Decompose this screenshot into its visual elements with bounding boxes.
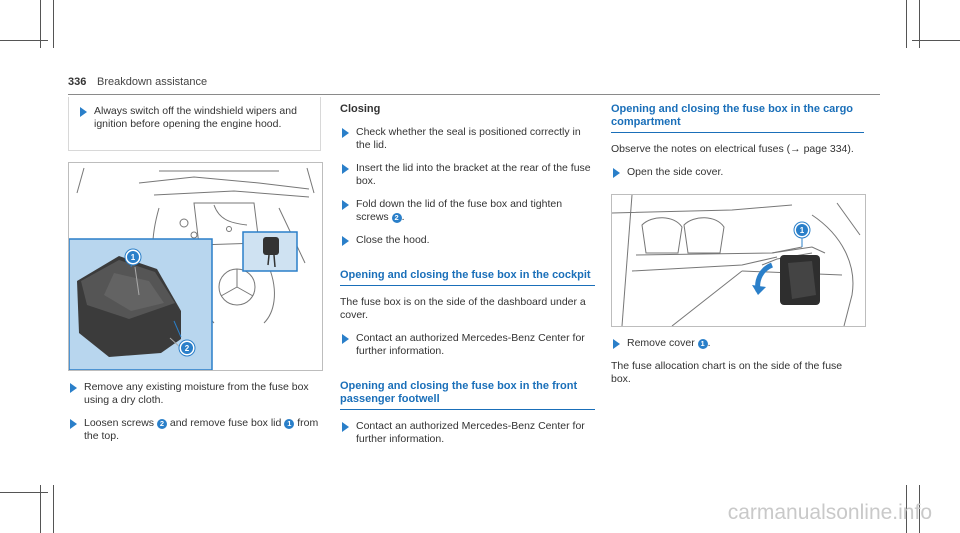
watermark: carmanualsonline.info <box>727 501 932 524</box>
closing-heading: Closing <box>340 103 381 115</box>
step-open-side-cover: Open the side cover. <box>611 166 864 179</box>
note-content: Always switch off the windshield wipers … <box>78 105 313 141</box>
step-contact-center-cockpit: Contact an authorized Mercedes-Benz Cent… <box>340 332 595 358</box>
column-3-lower: Remove cover 1. The fuse allocation char… <box>611 337 864 396</box>
step-loosen-screws: Loosen screws 2 and remove fuse box lid … <box>68 417 321 443</box>
step-close-hood: Close the hood. <box>340 234 595 247</box>
column-3: Opening and closing the fuse box in the … <box>611 103 864 189</box>
header-rule <box>68 94 880 95</box>
cargo-compartment-figure: 1 <box>611 194 866 327</box>
cockpit-heading: Opening and closing the fuse box in the … <box>340 269 595 286</box>
fuse-allocation-paragraph: The fuse allocation chart is on the side… <box>611 360 843 385</box>
callout-badge-1: 1 <box>284 419 295 429</box>
page-number: 336 <box>68 76 87 88</box>
figure-callout-1: 1 <box>800 226 805 235</box>
column-2: Closing Check whether the seal is positi… <box>340 103 595 456</box>
cockpit-paragraph: The fuse box is on the side of the dashb… <box>340 296 586 321</box>
step-contact-center-footwell: Contact an authorized Mercedes-Benz Cent… <box>340 420 595 446</box>
cargo-paragraph: Observe the notes on electrical fuses (→… <box>611 143 854 155</box>
step-check-seal: Check whether the seal is positioned cor… <box>340 126 595 152</box>
callout-badge-2: 2 <box>156 419 167 429</box>
engine-fuse-box-illustration: 1 2 <box>69 167 315 370</box>
step-switch-off: Always switch off the windshield wipers … <box>78 105 313 131</box>
column-1-steps: Remove any existing moisture from the fu… <box>68 381 321 453</box>
figure-callout-2: 2 <box>185 344 190 353</box>
engine-fuse-box-figure: 1 2 <box>68 162 323 371</box>
figure-callout-1: 1 <box>131 253 136 262</box>
step-remove-cover: Remove cover 1. <box>611 337 864 350</box>
callout-badge-1: 1 <box>697 339 708 349</box>
footwell-heading: Opening and closing the fuse box in the … <box>340 380 595 410</box>
callout-badge-2: 2 <box>391 213 402 223</box>
step-fold-down-lid: Fold down the lid of the fuse box and ti… <box>340 198 595 224</box>
note-box <box>68 97 321 151</box>
section-title: Breakdown assistance <box>97 76 208 88</box>
cargo-heading: Opening and closing the fuse box in the … <box>611 103 864 133</box>
page-header: 336 Breakdown assistance <box>68 73 880 95</box>
step-insert-lid: Insert the lid into the bracket at the r… <box>340 162 595 188</box>
cargo-compartment-illustration: 1 <box>612 195 861 326</box>
step-remove-moisture: Remove any existing moisture from the fu… <box>68 381 321 407</box>
